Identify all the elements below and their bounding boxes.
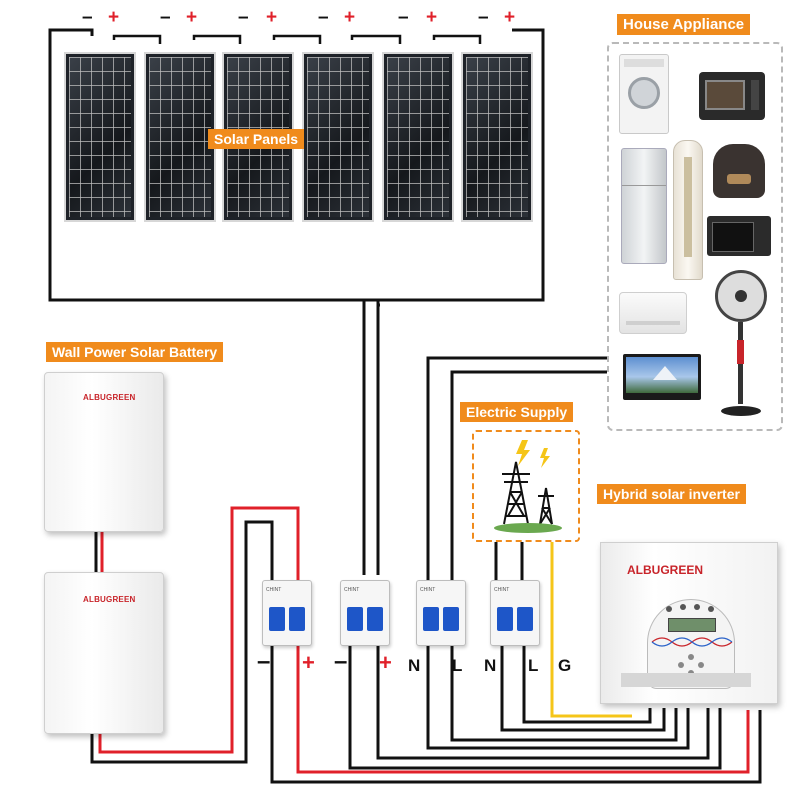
indicator-light-3: [694, 604, 700, 610]
panel-3-plus: +: [266, 7, 278, 28]
wall-battery-label: Wall Power Solar Battery: [46, 342, 224, 362]
terminal-ground-g: G: [558, 656, 572, 675]
panel-6-plus: +: [504, 7, 516, 28]
terminal-solar-plus: +: [379, 650, 392, 675]
breaker-grid-text: CHINT: [494, 587, 510, 593]
lcd-screen: [668, 618, 716, 632]
rice-cooker-icon: [713, 144, 765, 198]
terminal-solar-minus: –: [334, 648, 348, 675]
breaker-grid[interactable]: CHINT: [490, 580, 540, 646]
indicator-light-1: [666, 606, 672, 612]
panel-string-wires: [48, 28, 545, 575]
panel-4-minus: –: [318, 7, 329, 28]
terminal-grid-n: N: [484, 656, 497, 675]
panel-2-minus: –: [160, 7, 171, 28]
battery-1-brand-logo: ALBUGREEN: [83, 393, 136, 402]
terminal-load-n: N: [408, 656, 421, 675]
microwave-icon: [707, 216, 771, 256]
panel-jumper-wires: [112, 34, 482, 44]
solar-panel-1: [64, 52, 136, 222]
fridge-icon: [621, 148, 667, 264]
breaker-solar[interactable]: CHINT: [340, 580, 390, 646]
hybrid-inverter-label: Hybrid solar inverter: [597, 484, 746, 504]
terminal-grid-l: L: [528, 656, 539, 675]
indicator-light-4: [708, 606, 714, 612]
inverter-control-panel: [647, 599, 735, 689]
right-button[interactable]: [698, 662, 704, 668]
breaker-load[interactable]: CHINT: [416, 580, 466, 646]
oven-icon: [699, 72, 765, 120]
solar-panel-4: [302, 52, 374, 222]
breaker-battery[interactable]: CHINT: [262, 580, 312, 646]
solar-panels-label: Solar Panels: [208, 129, 305, 149]
panel-4-plus: +: [344, 7, 356, 28]
fan-icon: [713, 270, 769, 420]
battery-wires: [90, 506, 300, 764]
solar-panel-6: [461, 52, 533, 222]
house-appliance-box: [607, 42, 783, 431]
inverter-wires: [270, 644, 762, 784]
battery-unit-2: ALBUGREEN: [44, 572, 164, 734]
tower-air-conditioner-icon: [673, 140, 703, 280]
terminal-load-l: L: [452, 656, 463, 675]
up-button[interactable]: [688, 654, 694, 660]
indicator-light-2: [680, 604, 686, 610]
battery-2-brand-logo: ALBUGREEN: [83, 595, 136, 604]
panel-6-minus: –: [478, 7, 489, 28]
house-appliance-label: House Appliance: [617, 14, 751, 35]
terminal-battery-minus: –: [257, 648, 271, 675]
appliance-wires: [426, 356, 610, 580]
electric-supply-label: Electric Supply: [460, 402, 574, 422]
solar-panel-5: [382, 52, 454, 222]
inverter-brand-logo: ALBUGREEN: [627, 563, 704, 577]
breaker-solar-text: CHINT: [344, 587, 360, 593]
battery-unit-1: ALBUGREEN: [44, 372, 164, 532]
left-button[interactable]: [678, 662, 684, 668]
panel-5-minus: –: [398, 7, 409, 28]
breaker-load-text: CHINT: [420, 587, 436, 593]
panel-2-plus: +: [186, 7, 198, 28]
grid-wires: [494, 540, 632, 718]
breaker-battery-text: CHINT: [266, 587, 282, 593]
inverter-terminal-strip: [621, 673, 751, 687]
tv-icon: [623, 354, 701, 400]
air-conditioner-icon: [619, 292, 687, 334]
solar-panel-2: [144, 52, 216, 222]
panel-3-minus: –: [238, 7, 249, 28]
terminal-battery-plus: +: [302, 650, 315, 675]
hybrid-inverter: ALBUGREEN: [600, 542, 778, 704]
wave-decoration-icon: [651, 637, 733, 647]
power-tower-icon: [494, 440, 562, 533]
panel-5-plus: +: [426, 7, 438, 28]
washing-machine-icon: [619, 54, 669, 134]
panel-1-minus: –: [82, 7, 93, 28]
electric-supply-box: [472, 430, 580, 542]
panel-1-plus: +: [108, 7, 120, 28]
